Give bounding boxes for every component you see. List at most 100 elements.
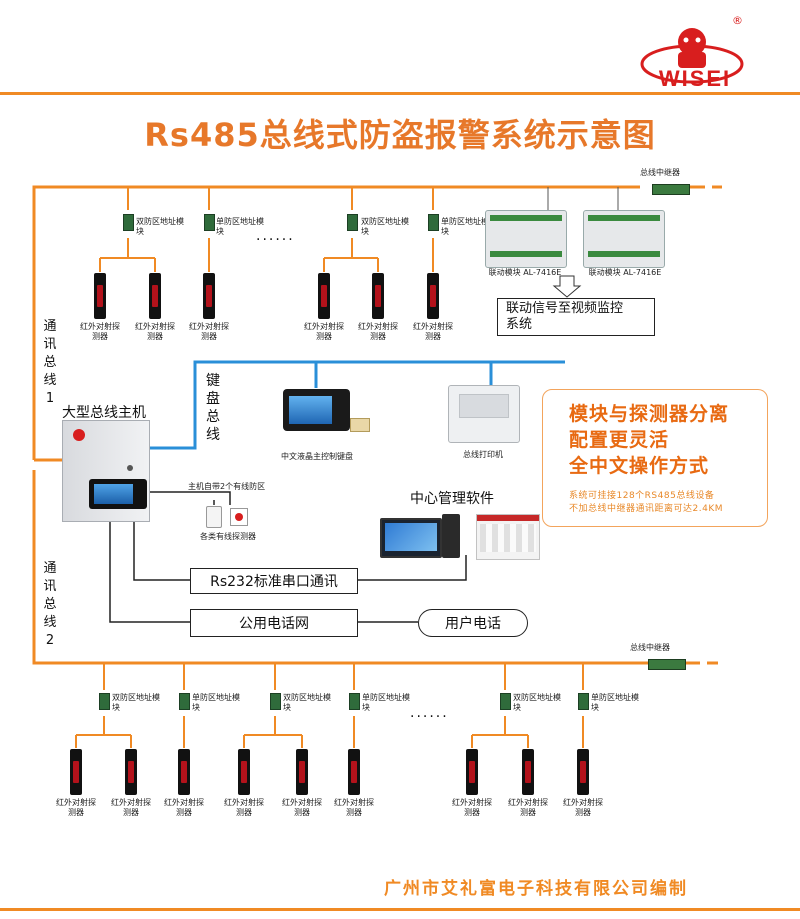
keypad-label: 中文液晶主控制键盘 (281, 452, 353, 461)
phone-network-box: 公用电话网 (190, 609, 358, 637)
ir-beam-sensor (149, 273, 161, 319)
bottom-sensor-label-3: 红外对射探测器 (164, 798, 204, 817)
dual-zone-module-icon (347, 214, 358, 231)
keyboard-bus-label: 键盘总线 (206, 373, 220, 443)
repeater-icon (652, 184, 690, 195)
top-sensor-label-5: 红外对射探测器 (358, 322, 398, 341)
top-module-1-label: 双防区地址模块 (136, 217, 184, 236)
linkage-note-box: 联动信号至视频监控系统 (497, 298, 655, 336)
brand-logo: ® WISEI (640, 14, 750, 91)
bus-printer-device (448, 385, 520, 443)
feature-callout: 模块与探测器分离 配置更灵活 全中文操作方式 系统可挂接128个RS485总线设… (542, 389, 768, 527)
top-module-3-label: 双防区地址模块 (361, 217, 409, 236)
page-title: Rs485总线式防盗报警系统示意图 (144, 116, 656, 154)
linkage-module-1-label: 联动模块 AL-7416E (488, 268, 562, 277)
bottom-module-4 (349, 693, 360, 710)
bottom-module-3-label: 双防区地址模块 (283, 693, 331, 712)
top-sensor-label-3: 红外对射探测器 (189, 322, 229, 341)
bottom-module-2 (179, 693, 190, 710)
top-module-3 (347, 214, 358, 231)
user-phone-oval: 用户电话 (418, 609, 528, 637)
single-zone-module-icon (179, 693, 190, 710)
ir-beam-sensor (178, 749, 190, 795)
bottom-module-6-label: 单防区地址模块 (591, 693, 639, 712)
bottom-repeater-label: 总线中继器 (630, 643, 670, 652)
rs232-label: Rs232标准串口通讯 (210, 574, 338, 590)
terminal-block-icon (588, 215, 660, 221)
feature-note-2: 不加总线中继器通讯距离可达2.4KM (569, 504, 723, 514)
ir-beam-sensor (427, 273, 439, 319)
ir-beam-sensor (522, 749, 534, 795)
top-repeater-label: 总线中继器 (640, 168, 680, 177)
bottom-sensor-label-4: 红外对射探测器 (224, 798, 264, 817)
top-sensor-label-2: 红外对射探测器 (135, 322, 175, 341)
feature-note-1: 系统可挂接128个RS485总线设备 (569, 491, 715, 501)
dual-zone-module-icon (123, 214, 134, 231)
ir-beam-sensor (296, 749, 308, 795)
ir-beam-sensor (372, 273, 384, 319)
terminal-block-icon (490, 251, 562, 257)
host-lcd-screen (89, 479, 147, 509)
ir-beam-sensor (318, 273, 330, 319)
dual-zone-module-icon (270, 693, 281, 710)
bottom-module-2-label: 单防区地址模块 (192, 693, 240, 712)
feature-line-1: 模块与探测器分离 (569, 403, 730, 425)
pir-detector-icon (206, 506, 222, 528)
linkage-module-1 (485, 210, 567, 268)
bus2-label: 通讯总线2 (43, 561, 57, 648)
linkage-note-text: 联动信号至视频监控系统 (506, 301, 624, 332)
single-zone-module-icon (428, 214, 439, 231)
ir-beam-sensor (125, 749, 137, 795)
ir-beam-sensor (348, 749, 360, 795)
terminal-block-icon (588, 251, 660, 257)
repeater-icon (648, 659, 686, 670)
single-zone-module-icon (578, 693, 589, 710)
brand-mascot-icon (640, 28, 744, 84)
ir-beam-sensor (94, 273, 106, 319)
top-repeater: 总线中继器 (640, 168, 690, 195)
rs232-box: Rs232标准串口通讯 (190, 568, 358, 594)
lcd-keypad-device (283, 389, 350, 431)
host-status-led (127, 465, 133, 471)
top-module-1 (123, 214, 134, 231)
top-sensor-label-1: 红外对射探测器 (80, 322, 120, 341)
printer-label: 总线打印机 (463, 450, 503, 459)
host-label: 大型总线主机 (62, 405, 146, 421)
bottom-sensor-label-8: 红外对射探测器 (508, 798, 548, 817)
single-zone-module-icon (204, 214, 215, 231)
bottom-module-5-label: 双防区地址模块 (513, 693, 561, 712)
single-zone-module-icon (349, 693, 360, 710)
phone-network-label: 公用电话网 (239, 616, 309, 632)
bottom-sensor-label-2: 红外对射探测器 (111, 798, 151, 817)
bottom-module-6 (578, 693, 589, 710)
wired-detectors-label: 各类有线探测器 (200, 532, 256, 541)
software-label: 中心管理软件 (410, 491, 494, 507)
linkage-module-2 (583, 210, 665, 268)
top-ellipsis: ...... (256, 228, 295, 244)
computer-monitor-icon (380, 518, 442, 558)
emergency-button-icon (230, 508, 248, 526)
ir-beam-sensor (466, 749, 478, 795)
dual-zone-module-icon (99, 693, 110, 710)
software-screenshot (476, 514, 540, 560)
ir-beam-sensor (238, 749, 250, 795)
ir-beam-sensor (70, 749, 82, 795)
bottom-sensor-label-9: 红外对射探测器 (563, 798, 603, 817)
feature-line-3: 全中文操作方式 (569, 455, 710, 477)
linkage-module-2-label: 联动模块 AL-7416E (588, 268, 662, 277)
dual-zone-module-icon (500, 693, 511, 710)
bottom-sensor-label-6: 红外对射探测器 (334, 798, 374, 817)
host-logo-icon (73, 429, 85, 441)
bus1-label: 通讯总线1 (43, 319, 57, 406)
header-divider (0, 92, 800, 95)
bottom-sensor-label-7: 红外对射探测器 (452, 798, 492, 817)
top-module-2-label: 单防区地址模块 (216, 217, 264, 236)
top-module-2 (204, 214, 215, 231)
bottom-module-4-label: 单防区地址模块 (362, 693, 410, 712)
bottom-ellipsis: ...... (410, 705, 449, 721)
bottom-sensor-label-5: 红外对射探测器 (282, 798, 322, 817)
top-sensor-label-4: 红外对射探测器 (304, 322, 344, 341)
bottom-module-5 (500, 693, 511, 710)
terminal-block-icon (490, 215, 562, 221)
